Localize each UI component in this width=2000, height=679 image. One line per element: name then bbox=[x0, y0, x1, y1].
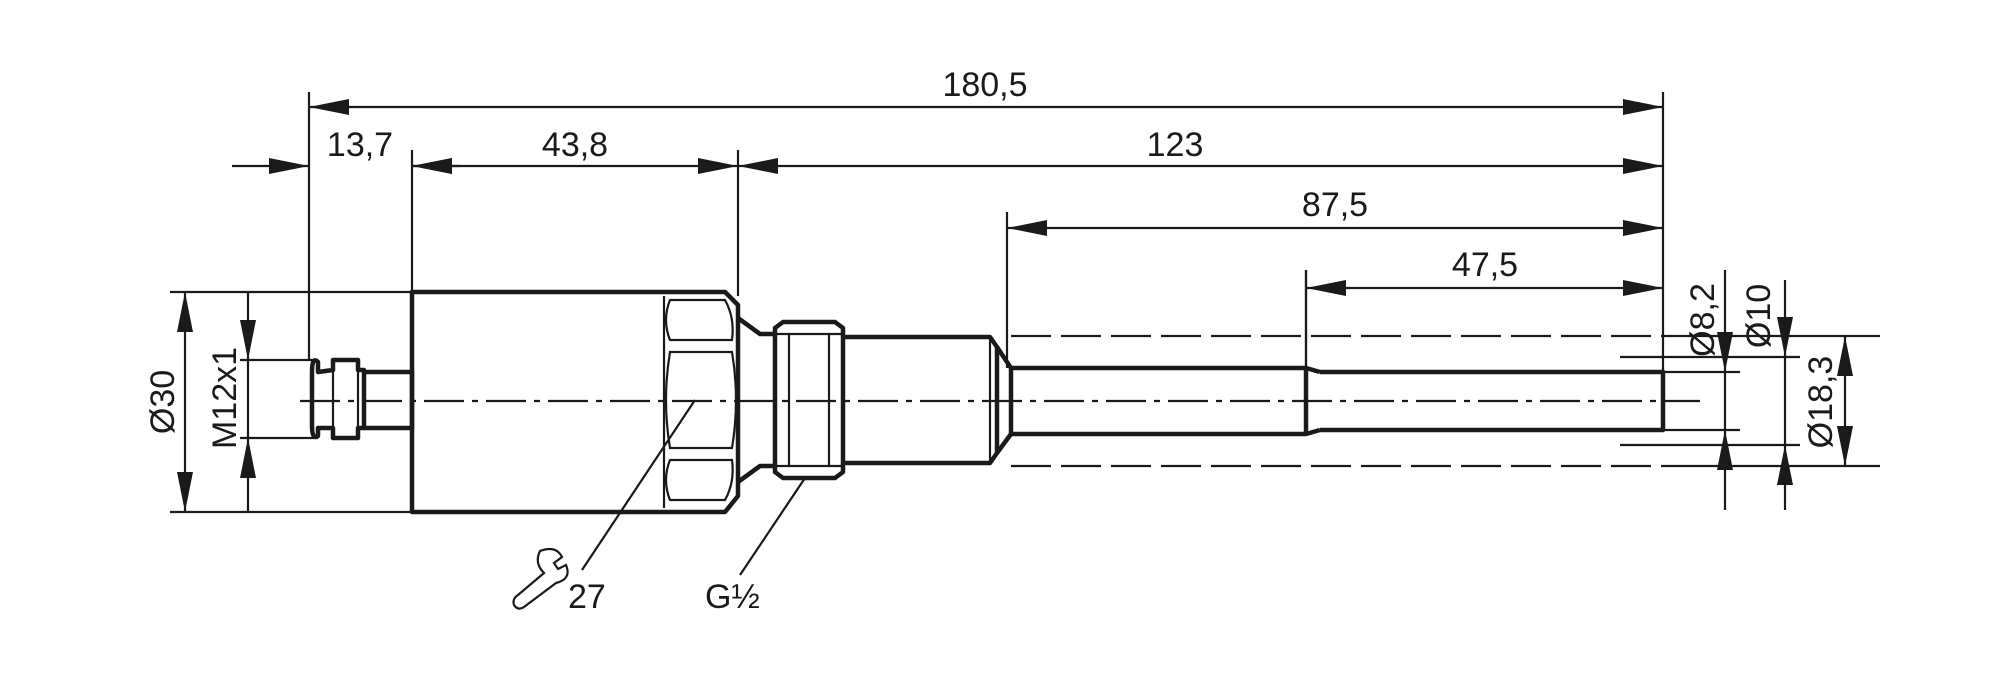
wrench-flat-mid bbox=[664, 350, 738, 450]
shaft-diameter-label: Ø10 bbox=[1740, 284, 1778, 348]
m12-connector bbox=[309, 357, 367, 441]
dim-tip-diameter: Ø8,2 bbox=[1684, 270, 1733, 510]
neck bbox=[736, 316, 775, 484]
wrench-size-label: 27 bbox=[568, 578, 606, 616]
process-thread-label: G½ bbox=[705, 578, 760, 616]
dim-connector-thread: M12x1 bbox=[206, 292, 256, 512]
callout-wrench-size: 27 bbox=[512, 399, 696, 616]
dim-thread-diameter: Ø18,3 bbox=[1802, 336, 1853, 466]
thread-diameter-label: Ø18,3 bbox=[1802, 356, 1840, 449]
connector-length-label: 13,7 bbox=[327, 126, 393, 164]
dim-total-length: 180,5 bbox=[309, 66, 1663, 115]
tip-length-label: 47,5 bbox=[1452, 246, 1518, 284]
wrench-flat-top bbox=[664, 298, 734, 342]
callout-process-thread: G½ bbox=[705, 477, 806, 616]
dim-shaft-diameter: Ø10 bbox=[1740, 280, 1793, 510]
housing-length-label: 43,8 bbox=[542, 126, 608, 164]
dim-housing-diameter: Ø30 bbox=[144, 292, 193, 512]
housing-diameter-label: Ø30 bbox=[144, 370, 182, 434]
extension-lines bbox=[170, 92, 1665, 514]
wrench-flat-bottom bbox=[664, 458, 734, 502]
shaft-length-label: 87,5 bbox=[1302, 186, 1368, 224]
probe-length-label: 123 bbox=[1147, 126, 1204, 164]
tip-diameter-label: Ø8,2 bbox=[1684, 283, 1722, 357]
dim-probe-length: 123 bbox=[738, 126, 1663, 174]
total-length-label: 180,5 bbox=[942, 66, 1027, 104]
dim-shaft-length: 87,5 bbox=[1007, 186, 1663, 236]
connector-thread-label: M12x1 bbox=[206, 347, 244, 449]
wrench-icon bbox=[512, 547, 569, 610]
dim-tip-length: 47,5 bbox=[1306, 246, 1663, 296]
dim-housing-length: 43,8 bbox=[412, 126, 738, 174]
